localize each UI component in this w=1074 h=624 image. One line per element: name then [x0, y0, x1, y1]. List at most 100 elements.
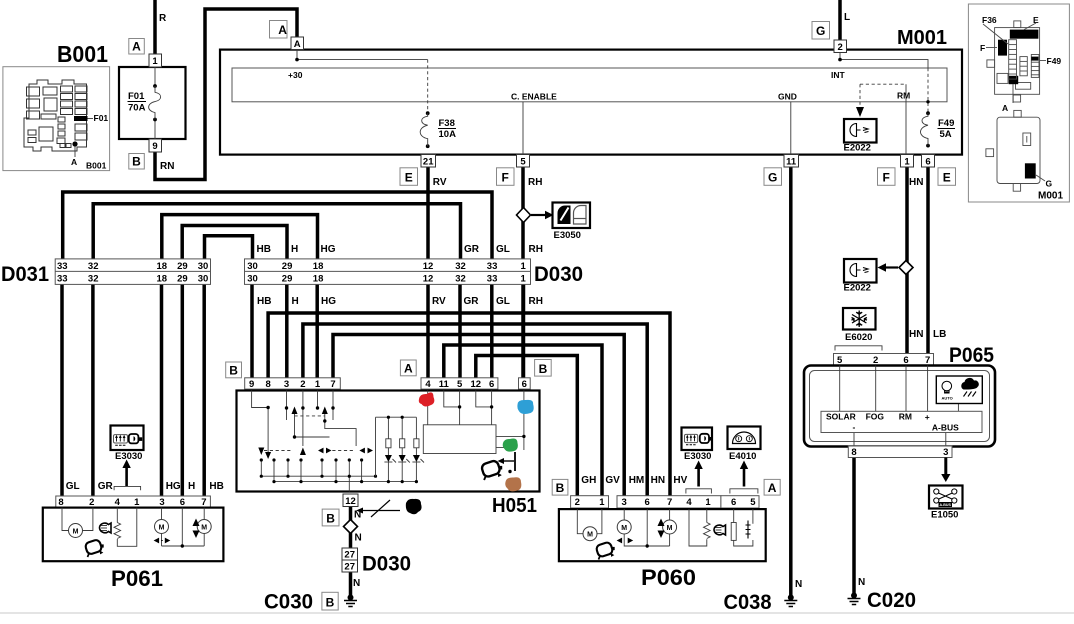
svg-text:D031: D031: [1, 263, 49, 286]
svg-text:RM: RM: [899, 412, 912, 422]
svg-text:R: R: [159, 13, 167, 24]
svg-text:SOLAR: SOLAR: [826, 412, 856, 422]
svg-text:HG: HG: [166, 481, 181, 492]
svg-text:6: 6: [522, 379, 527, 390]
svg-text:A: A: [294, 39, 301, 50]
svg-text:3: 3: [284, 379, 289, 390]
svg-text:HG: HG: [321, 244, 336, 255]
svg-text:18: 18: [157, 261, 168, 272]
svg-text:11: 11: [439, 379, 450, 390]
svg-text:H: H: [188, 481, 195, 492]
svg-text:M: M: [201, 525, 207, 532]
svg-text:8: 8: [58, 497, 63, 508]
svg-text:G: G: [1046, 179, 1053, 189]
svg-text:HB: HB: [257, 296, 271, 307]
svg-text:F: F: [502, 170, 509, 184]
svg-text:5: 5: [750, 497, 756, 508]
svg-text:E4010: E4010: [729, 451, 756, 462]
svg-text:6: 6: [489, 379, 494, 390]
svg-text:3: 3: [622, 497, 627, 508]
svg-text:11: 11: [786, 156, 797, 167]
svg-text:4: 4: [686, 497, 692, 508]
svg-text:C030: C030: [264, 590, 313, 614]
svg-text:H: H: [291, 244, 298, 255]
svg-text:7: 7: [201, 497, 206, 508]
svg-text:GR: GR: [464, 296, 480, 307]
svg-text:18: 18: [157, 274, 168, 285]
svg-text:1: 1: [520, 261, 526, 272]
svg-text:GV: GV: [605, 475, 620, 486]
svg-text:F: F: [980, 43, 985, 53]
svg-text:12: 12: [471, 379, 482, 390]
svg-text:H051: H051: [492, 495, 537, 517]
svg-text:RH: RH: [529, 244, 543, 255]
svg-text:C. ENABLE: C. ENABLE: [511, 92, 557, 102]
svg-text:GL: GL: [496, 296, 510, 307]
svg-text:1: 1: [134, 497, 140, 508]
svg-text:4: 4: [115, 497, 121, 508]
svg-text:2: 2: [575, 497, 580, 508]
svg-text:E: E: [1033, 15, 1039, 25]
svg-text:A-BUS: A-BUS: [932, 423, 959, 433]
svg-text:F: F: [883, 170, 890, 184]
svg-text:E1050: E1050: [931, 510, 958, 521]
svg-text:30: 30: [198, 274, 209, 285]
svg-text:GH: GH: [581, 475, 596, 486]
svg-text:8: 8: [851, 447, 856, 458]
svg-text:27: 27: [344, 562, 355, 573]
svg-text:1: 1: [599, 497, 605, 508]
svg-text:A: A: [768, 481, 777, 495]
svg-text:32: 32: [88, 261, 99, 272]
svg-text:5A: 5A: [940, 129, 952, 140]
svg-text:32: 32: [455, 261, 466, 272]
svg-text:E2022: E2022: [844, 143, 871, 154]
svg-text:A: A: [132, 40, 141, 54]
svg-text:F01: F01: [128, 91, 145, 102]
svg-text:HN: HN: [909, 329, 923, 340]
svg-text:33: 33: [57, 261, 68, 272]
svg-text:HM: HM: [629, 475, 645, 486]
svg-text:18: 18: [313, 274, 324, 285]
svg-text:B: B: [132, 155, 141, 169]
svg-text:12: 12: [423, 261, 434, 272]
svg-text:B001: B001: [57, 41, 108, 67]
svg-text:7: 7: [925, 355, 930, 366]
svg-text:B: B: [229, 364, 238, 378]
svg-text:2: 2: [838, 42, 843, 53]
svg-text:N: N: [353, 578, 360, 589]
svg-text:LB: LB: [933, 329, 946, 340]
svg-text:5: 5: [837, 355, 843, 366]
svg-text:1: 1: [152, 56, 158, 67]
svg-text:F49: F49: [1047, 56, 1062, 66]
svg-text:A-BUS: A-BUS: [940, 503, 952, 507]
svg-text:HN: HN: [651, 475, 665, 486]
svg-text:30: 30: [247, 274, 258, 285]
svg-text:HN: HN: [909, 177, 923, 188]
svg-text:AUTO: AUTO: [942, 396, 953, 401]
svg-text:E3050: E3050: [554, 230, 581, 241]
svg-text:P065: P065: [949, 344, 994, 367]
svg-text:32: 32: [455, 274, 466, 285]
svg-text:M: M: [159, 525, 165, 532]
svg-text:B: B: [539, 362, 548, 376]
svg-text:E: E: [405, 170, 413, 184]
svg-text:29: 29: [282, 261, 293, 272]
svg-text:M: M: [73, 529, 79, 536]
svg-text:6: 6: [925, 156, 930, 167]
svg-text:30: 30: [198, 261, 209, 272]
svg-text:C038: C038: [724, 590, 772, 614]
svg-text:+30: +30: [288, 70, 303, 80]
svg-text:10A: 10A: [439, 129, 457, 140]
svg-text:HB: HB: [257, 244, 271, 255]
svg-text:M001: M001: [1038, 191, 1063, 202]
svg-text:12: 12: [423, 274, 434, 285]
svg-text:B: B: [326, 511, 335, 525]
svg-text:RV: RV: [433, 177, 447, 188]
svg-text:GR: GR: [464, 244, 480, 255]
svg-text:F01: F01: [94, 113, 109, 123]
svg-text:33: 33: [57, 274, 68, 285]
svg-text:M001: M001: [897, 27, 947, 49]
svg-text:GND: GND: [778, 92, 797, 102]
svg-text:F38: F38: [439, 118, 455, 129]
svg-text:32: 32: [88, 274, 99, 285]
